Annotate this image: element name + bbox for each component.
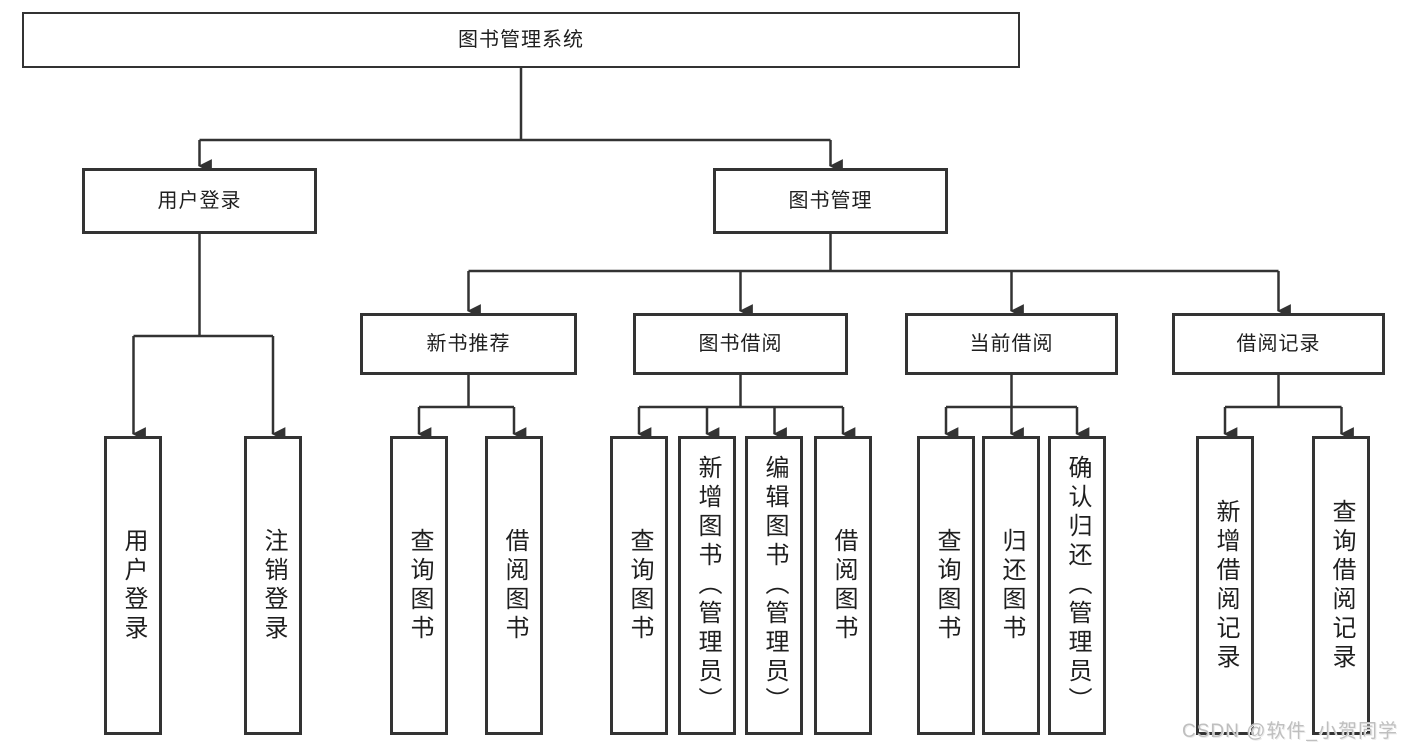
node-borrow-records: 借阅记录 bbox=[1172, 313, 1385, 375]
node-current-borrow: 当前借阅 bbox=[905, 313, 1118, 375]
node-new-book-recommend: 新书推荐 bbox=[360, 313, 577, 375]
leaf-edit-book-admin: 编辑图书（管理员） bbox=[745, 436, 803, 735]
leaf-add-borrow-record: 新增借阅记录 bbox=[1196, 436, 1254, 735]
node-library-system: 图书管理系统 bbox=[22, 12, 1020, 68]
leaf-logout-login: 注销登录 bbox=[244, 436, 302, 735]
leaf-confirm-return-admin: 确认归还（管理员） bbox=[1048, 436, 1106, 735]
leaf-borrow-borrow-books: 借阅图书 bbox=[814, 436, 872, 735]
leaf-user-login: 用户登录 bbox=[104, 436, 162, 735]
leaf-borrow-query-books: 查询图书 bbox=[610, 436, 668, 735]
leaf-query-borrow-record: 查询借阅记录 bbox=[1312, 436, 1370, 735]
watermark: CSDN @软件_小贺同学 bbox=[1182, 721, 1398, 742]
node-user-login: 用户登录 bbox=[82, 168, 317, 234]
leaf-add-book-admin: 新增图书（管理员） bbox=[678, 436, 736, 735]
leaf-recommend-query-books: 查询图书 bbox=[390, 436, 448, 735]
node-book-borrow: 图书借阅 bbox=[633, 313, 848, 375]
leaf-current-query-books: 查询图书 bbox=[917, 436, 975, 735]
leaf-recommend-borrow-books: 借阅图书 bbox=[485, 436, 543, 735]
node-book-management: 图书管理 bbox=[713, 168, 948, 234]
leaf-return-books: 归还图书 bbox=[982, 436, 1040, 735]
